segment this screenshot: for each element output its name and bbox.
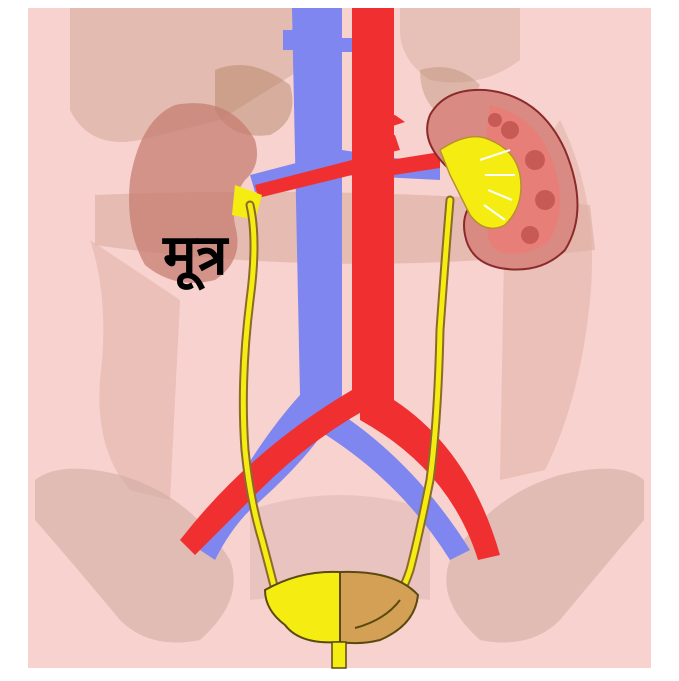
urethra	[332, 642, 346, 668]
urine-label: मूत्र	[163, 228, 227, 284]
